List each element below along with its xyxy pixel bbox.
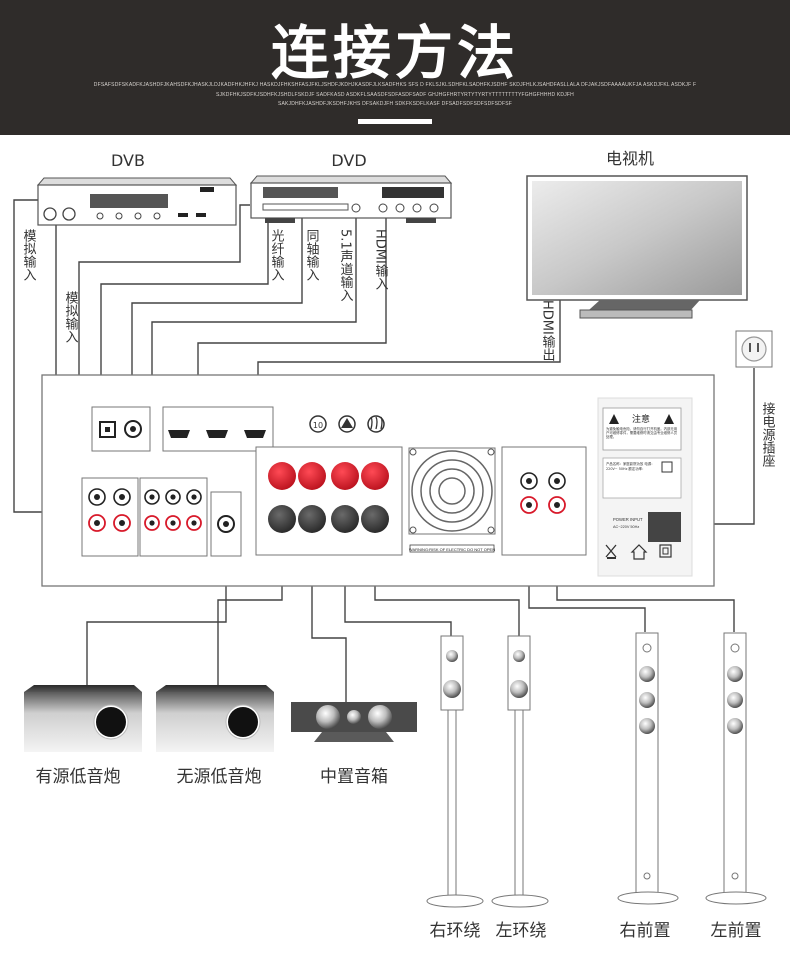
optical-input-label: 光纤输入 — [269, 229, 285, 281]
warning-text: 为避免触电危险，请勿自行打开机盖。内部无用户可维修零件，需要维修时请交由专业维修… — [606, 427, 678, 440]
left-front-label: 左前置 — [711, 921, 762, 941]
surround-51-input-label: 5.1声道输入 — [338, 229, 354, 302]
page-title: 连接方法 — [270, 19, 519, 87]
amplifier-back-panel: 10 — [41, 374, 715, 587]
power-input-spec: AC~220V 50Hz — [613, 525, 639, 529]
dvd-device — [249, 175, 453, 223]
hdmi-input-label: HDMI输入 — [373, 229, 389, 290]
tv-label: 电视机 — [606, 149, 654, 168]
right-front-label: 右前置 — [620, 921, 671, 941]
header-filler-text-2: SJKDFHKJSDFKJSDHFKJSHDLFSKDJF SADFKASD A… — [216, 92, 574, 98]
center-speaker — [291, 702, 417, 742]
wire-coaxial — [131, 218, 303, 420]
left-surround-label: 左环绕 — [496, 921, 547, 941]
title-underline — [358, 119, 432, 124]
cooling-fan — [408, 447, 496, 535]
active-subwoofer — [24, 685, 142, 752]
wire-optical — [100, 218, 269, 420]
analog-input-label-2: 模拟输入 — [63, 291, 79, 343]
header-filler-text-3: SAKJDHFKJASHDFJKSDHFJKHS DFSAKDJFH SDKFK… — [277, 101, 513, 107]
right-surround-speaker — [426, 635, 484, 908]
right-front-speaker — [617, 632, 679, 905]
dvb-label: DVB — [111, 151, 145, 170]
active-subwoofer-label: 有源低音炮 — [36, 767, 121, 787]
left-surround-speaker — [491, 635, 549, 908]
power-input-label: POWER INPUT — [613, 517, 643, 522]
dvb-device — [36, 177, 238, 226]
coaxial-input-label: 同轴输入 — [304, 229, 320, 281]
product-info: 产品名称：家庭影院功放 电源：220V~ 50Hz 额定功率： — [606, 462, 655, 471]
warning-title: 注意 — [632, 413, 650, 425]
left-front-speaker — [705, 632, 767, 905]
analog-input-label-1: 模拟输入 — [21, 229, 37, 281]
power-socket-label: 接电源插座 — [760, 401, 776, 468]
header-filler-text-1: DFSAFSDFSKADFKJASHDFJKAHSDFKJHASKJLDJKAD… — [93, 82, 697, 88]
tv-device — [526, 175, 748, 319]
dvd-label: DVD — [331, 151, 366, 170]
svg-text:10: 10 — [313, 421, 323, 430]
center-speaker-label: 中置音箱 — [320, 767, 388, 787]
hdmi-output-label: HDMI输出 — [540, 300, 556, 361]
speaker-binding-posts — [268, 462, 389, 533]
header-banner: 连接方法 DFSAFSDFSKADFKJASHDFJKAHSDFKJHASKJL… — [0, 0, 790, 135]
speaker-warning-text: WARNING:RISK OF ELECTRIC DO NOT OPEN — [409, 547, 495, 552]
passive-subwoofer — [156, 685, 274, 752]
passive-subwoofer-label: 无源低音炮 — [177, 767, 262, 787]
right-surround-label: 右环绕 — [430, 921, 481, 941]
compliance-icons — [605, 544, 672, 560]
power-socket-icon — [735, 330, 773, 368]
